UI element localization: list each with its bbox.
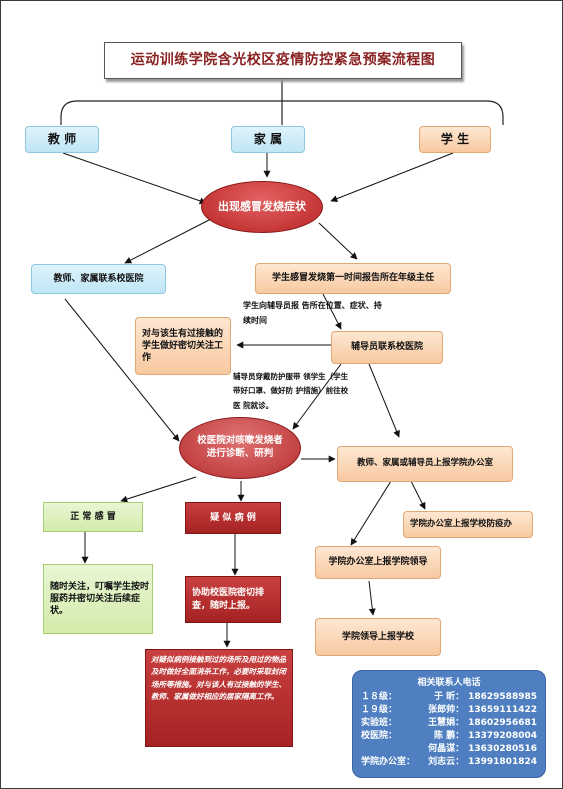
arrow-office-leader xyxy=(350,480,392,546)
contact-phone: 13630280516 xyxy=(468,744,537,754)
bracket-connector xyxy=(60,79,504,125)
hospital-diagnose-node: 校医院对咳嗽发烧者进行诊断、研判 xyxy=(179,417,301,479)
contact-org xyxy=(361,743,422,756)
contacts-heading: 相关联系人电话 xyxy=(417,678,481,688)
contact-org: 实验班： xyxy=(361,718,398,728)
contact-org: １８级： xyxy=(361,692,398,702)
contact-row: １９级： 张郎帅：13659111422 xyxy=(361,704,537,717)
teacher-family-contact-box: 教师、家属联系校医院 xyxy=(31,264,166,294)
contact-phone: 13991801824 xyxy=(468,757,537,767)
contact-phone: 13379208004 xyxy=(468,731,537,741)
student-report-counselor-note: 学生向辅导员报 告所在位置、症状、持续时间 xyxy=(243,301,382,326)
contact-name: 刘志云： xyxy=(428,757,465,767)
contacts-panel: 相关联系人电话 １８级： 于 昕：18629588985 １９级： 张郎帅：1365… xyxy=(352,670,546,778)
office-to-leader-box: 学院办公室上报学院领导 xyxy=(315,546,441,579)
contact-row: 学院办公室： 刘志云：13991801824 xyxy=(361,756,537,769)
counselor-contact-box: 辅导员联系校医院 xyxy=(331,331,443,364)
student-report-box: 学生感冒发烧第一时间报告所在年级主任 xyxy=(255,263,451,294)
arrow-symptom-studentreport xyxy=(318,222,358,260)
contact-phone: 13659111422 xyxy=(468,705,537,715)
arrow-leader-school xyxy=(368,580,376,616)
contact-row: 实验班： 王慧娟：18602956681 xyxy=(361,717,537,730)
contact-org: 学院办公室： xyxy=(361,757,416,767)
report-office-box: 教师、家属或辅导员上报学院办公室 xyxy=(337,446,513,482)
arrow-studentreport-counselor xyxy=(322,293,342,330)
arrow-teacherfamily-hospital xyxy=(64,298,180,442)
role-student: 学 生 xyxy=(419,126,491,153)
role-family: 家 属 xyxy=(231,126,305,153)
page-title: 运动训练学院含光校区疫情防控紧急预案流程图 xyxy=(104,42,462,79)
contact-row: １８级： 于 昕：18629588985 xyxy=(361,691,537,704)
counselor-escort-note: 辅导员穿戴防护服带 领学生（学生 带好口罩、做好防 护措施）前往校医 院就诊。 xyxy=(233,372,349,410)
contact-name: 于 昕： xyxy=(433,692,465,702)
suspected-case-box: 疑 似 病 例 xyxy=(185,502,281,534)
arrow-student-symptom xyxy=(330,152,454,202)
contact-name: 王慧娟： xyxy=(428,718,465,728)
normal-followup-box: 随时关注，叮嘱学生按时服药并密切关注后续症状。 xyxy=(43,564,153,634)
arrow-counselor-hospital xyxy=(292,363,342,430)
contact-phone: 18602956681 xyxy=(468,718,537,728)
contact-org: １９级： xyxy=(361,705,398,715)
arrow-hospital-normal xyxy=(120,476,197,503)
contact-row: 何晶谋：13630280516 xyxy=(361,743,537,756)
contact-phone: 18629588985 xyxy=(468,692,537,702)
contact-name: 陈 鹏： xyxy=(433,731,465,741)
assist-hospital-box: 协助校医院密切排查，随时上报。 xyxy=(185,576,281,623)
office-to-prevention-box: 学院办公室上报学校防疫办 xyxy=(403,511,533,538)
arrow-symptom-teacherfamily xyxy=(124,218,212,264)
symptom-node: 出现感冒发烧症状 xyxy=(201,181,323,233)
role-teacher: 教 师 xyxy=(25,126,99,153)
close-contact-box: 对与该生有过接触的学生做好密切关注工作 xyxy=(135,317,231,375)
contact-name: 张郎帅： xyxy=(428,705,465,715)
arrow-office-prevention xyxy=(410,480,426,510)
contact-org: 校医院： xyxy=(361,731,398,741)
arrow-teacher-symptom xyxy=(62,152,207,205)
leader-to-school-box: 学院领导上报学校 xyxy=(315,618,441,656)
suspected-detail-box: 对疑似病例接触到过的场所及用过的物品及时做好全面消杀工作，必要时采取封闭场所等措… xyxy=(145,649,293,747)
arrow-counselor-office xyxy=(368,363,400,438)
contact-row: 校医院： 陈 鹏：13379208004 xyxy=(361,730,537,743)
normal-cold-box: 正 常 感 冒 xyxy=(43,502,143,532)
contact-name: 何晶谋： xyxy=(428,744,465,754)
